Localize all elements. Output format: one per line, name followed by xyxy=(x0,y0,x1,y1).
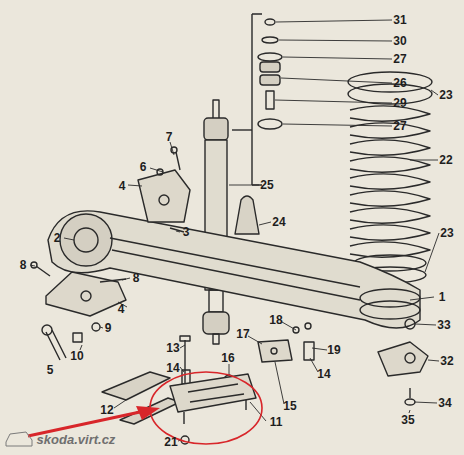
callout-number: 17 xyxy=(235,328,250,340)
callout-number: 4 xyxy=(118,180,127,192)
callout-number: 2 xyxy=(53,232,62,244)
callout-number: 19 xyxy=(326,344,341,356)
callout-number: 8 xyxy=(132,272,141,284)
callout-number: 3 xyxy=(182,226,191,238)
spring-coil xyxy=(350,106,430,121)
callout-number: 24 xyxy=(271,216,286,228)
callout-number: 23 xyxy=(439,227,454,239)
callout-number: 15 xyxy=(282,400,297,412)
callout-number: 22 xyxy=(438,154,453,166)
callout-number: 31 xyxy=(392,14,407,26)
callout-number: 16 xyxy=(220,352,235,364)
callout-number: 29 xyxy=(392,97,407,109)
callout-number: 32 xyxy=(439,355,454,367)
callout-number: 12 xyxy=(99,404,114,416)
callout-number: 35 xyxy=(400,414,415,426)
spring-coil xyxy=(350,242,430,257)
spring-coil xyxy=(350,140,430,155)
spring-coil xyxy=(350,225,430,240)
callout-number: 8 xyxy=(19,259,28,271)
callout-number: 34 xyxy=(437,397,452,409)
callout-number: 10 xyxy=(69,350,84,362)
callout-number: 25 xyxy=(259,179,274,191)
callout-number: 23 xyxy=(438,89,453,101)
callout-number: 6 xyxy=(139,161,148,173)
callout-number: 18 xyxy=(268,314,283,326)
callout-number: 11 xyxy=(269,416,284,428)
callout-number: 14 xyxy=(316,368,331,380)
callout-number: 27 xyxy=(392,120,407,132)
callout-number: 21 xyxy=(163,436,178,448)
watermark: skoda.virt.cz xyxy=(36,434,117,446)
callout-number: 26 xyxy=(392,77,407,89)
callout-number: 5 xyxy=(46,364,55,376)
spring-coil xyxy=(350,157,430,172)
callout-number: 1 xyxy=(438,291,447,303)
callout-number: 30 xyxy=(392,35,407,47)
callout-number: 33 xyxy=(436,319,451,331)
callout-number: 4 xyxy=(117,303,126,315)
callout-number: 27 xyxy=(392,53,407,65)
spring-coil xyxy=(350,174,430,189)
callout-number: 9 xyxy=(104,322,113,334)
callout-number: 14 xyxy=(165,362,180,374)
callout-number: 13 xyxy=(165,342,180,354)
spring-coil xyxy=(350,208,430,223)
spring-coil xyxy=(350,191,430,206)
callout-number: 7 xyxy=(165,131,174,143)
